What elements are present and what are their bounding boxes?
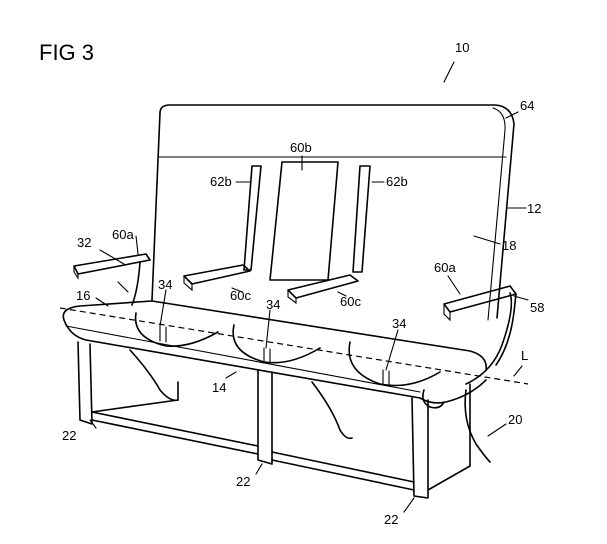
label-60a-right: 60a: [434, 260, 456, 275]
label-20: 20: [508, 412, 522, 427]
support-frame: [77, 341, 491, 499]
label-34-c: 34: [392, 316, 406, 331]
leader-lines: [89, 61, 529, 513]
label-32: 32: [77, 235, 91, 250]
label-22-b: 22: [236, 474, 250, 489]
label-14: 14: [212, 380, 226, 395]
right-tray-bracket: [287, 165, 371, 305]
right-armrest: [443, 285, 517, 385]
seat-cushion: [62, 300, 487, 409]
label-64: 64: [520, 98, 534, 113]
seat-dividers: [134, 312, 441, 387]
label-60a-left: 60a: [112, 227, 134, 242]
label-22-c: 22: [384, 512, 398, 527]
left-tray-bracket: [183, 165, 262, 292]
label-12: 12: [527, 201, 541, 216]
label-34-a: 34: [158, 277, 172, 292]
label-34-b: 34: [266, 297, 280, 312]
label-22-a: 22: [62, 428, 76, 443]
label-60c-right: 60c: [340, 294, 361, 309]
figure-title: FIG 3: [39, 40, 95, 65]
backrest: [151, 104, 515, 321]
label-16: 16: [76, 288, 90, 303]
label-10: 10: [455, 40, 469, 55]
label-60b: 60b: [290, 140, 312, 155]
label-L: L: [521, 348, 528, 363]
center-panel: [269, 161, 339, 281]
label-58: 58: [530, 300, 544, 315]
label-18: 18: [502, 238, 516, 253]
label-62b-left: 62b: [210, 174, 232, 189]
label-60c-left: 60c: [230, 288, 251, 303]
axis-line: [59, 307, 529, 385]
label-62b-right: 62b: [386, 174, 408, 189]
